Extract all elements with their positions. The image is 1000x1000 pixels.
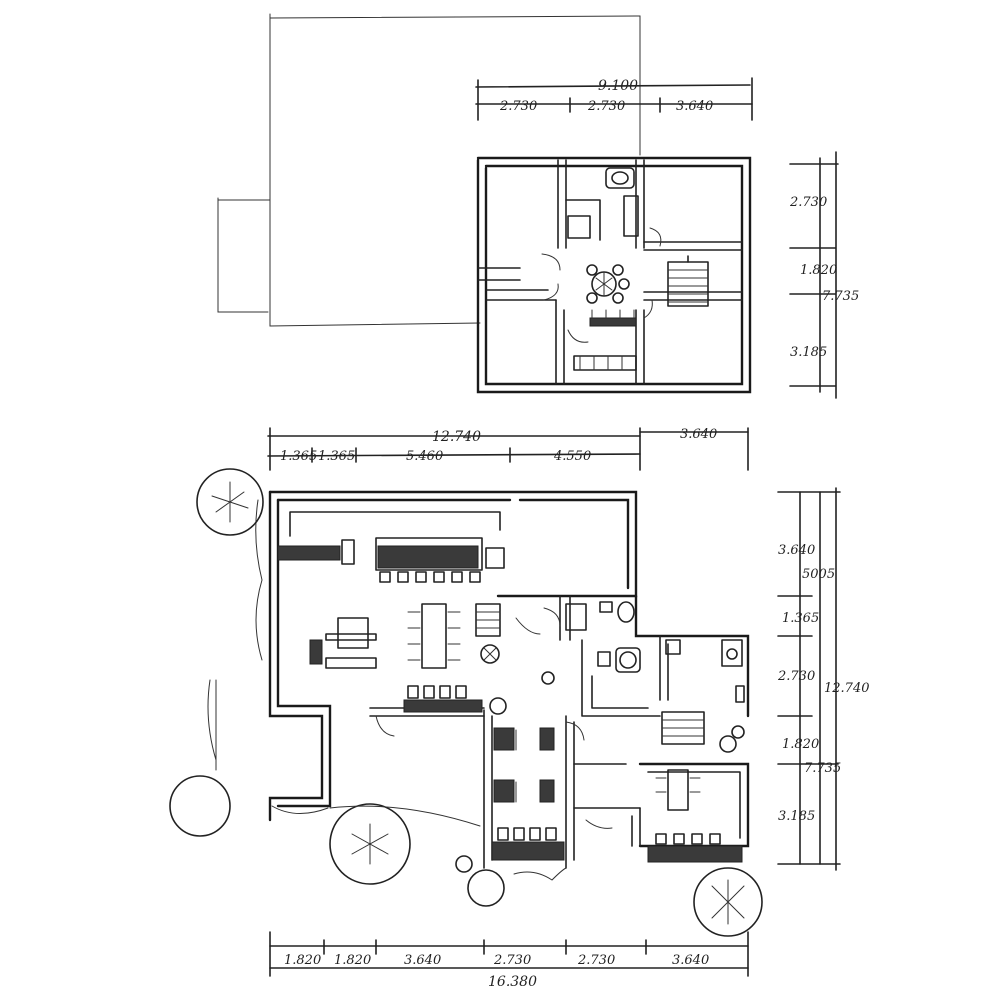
ground-bottom-seg-4: 2.730 [493,953,531,968]
ground-right-seg-5: 3.185 [778,809,815,824]
ground-right-seg-2: 1.365 [782,611,819,626]
upper-dimensions [475,77,839,399]
upper-overall-width: 9.100 [598,78,638,94]
tree [329,803,411,885]
ground-bottom-overall: 16.380 [488,974,537,990]
ground-top-seg-1: 1.365 [280,449,317,464]
ground-top-seg-3: 5.460 [406,449,443,464]
tree [693,867,763,937]
ground-top-extension: 3.640 [680,427,717,442]
ground-right-seg-3: 2.730 [777,669,815,684]
ground-top-seg-4: 4.550 [553,449,591,464]
trees [169,468,763,937]
ground-top-seg-2: 1.365 [318,449,355,464]
ground-bottom-seg-2: 1.820 [334,953,371,968]
ground-right-seg-4: 1.820 [782,737,819,752]
ground-right-subtotal-lower: 7.735 [804,761,841,776]
upper-width-1: 2.730 [499,99,537,114]
ground-bottom-seg-1: 1.820 [284,953,321,968]
upper-height-2: 1.820 [800,263,837,278]
upper-height-3: 3.185 [790,345,827,360]
ground-floor-plan [255,490,750,881]
ground-bottom-seg-5: 2.730 [577,953,615,968]
tree [196,468,264,536]
context-outline [217,13,641,327]
upper-width-2: 2.730 [587,99,625,114]
ground-right-overall: 12.740 [824,681,870,696]
ground-bottom-seg-6: 3.640 [672,953,709,968]
upper-overall-height: 7.735 [822,289,859,304]
ground-bottom-seg-3: 3.640 [404,953,441,968]
ground-dimensions [267,427,841,977]
tree [169,775,231,837]
tree [467,869,505,907]
shrub [455,855,473,873]
ground-top-overall: 12.740 [432,429,481,445]
ground-right-subtotal-upper: 5005 [802,567,835,582]
upper-height-1: 2.730 [789,195,827,210]
ground-right-seg-1: 3.640 [778,543,815,558]
upper-width-3: 3.640 [676,99,713,114]
upper-floor-plan [476,156,752,394]
